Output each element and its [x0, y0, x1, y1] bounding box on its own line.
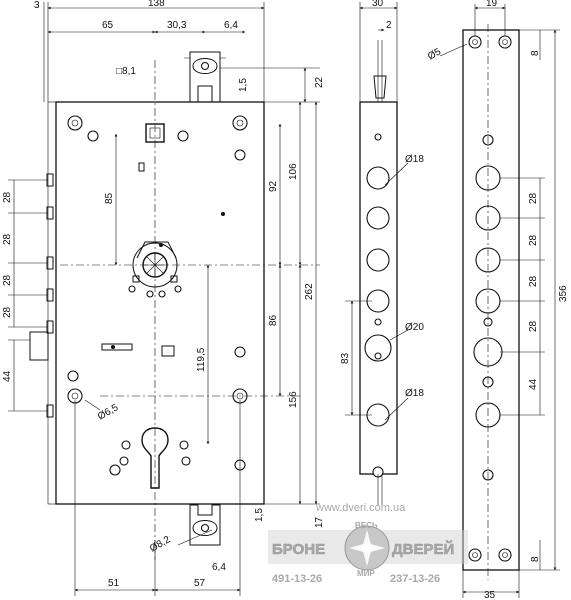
cylinder-keyhole	[119, 427, 191, 489]
top-latch-bracket	[184, 51, 226, 103]
strike-strip	[462, 24, 520, 580]
dim-side-dia-18-b: Ø18	[405, 388, 424, 399]
dim-138: 138	[148, 0, 165, 9]
watermark-brand-left: БРОНЕ	[272, 541, 325, 558]
dim-strip-28-2: 28	[528, 234, 539, 246]
dim-2-side: 2	[386, 20, 392, 31]
lock-side-view	[359, 40, 398, 505]
watermark-phone-left: 491-13-26	[272, 573, 322, 585]
dim-156: 156	[288, 391, 299, 408]
dim-strip-28-3: 28	[528, 275, 539, 287]
dim-strip-dia-5: Ø5	[426, 46, 443, 62]
slot	[101, 343, 133, 351]
dim-57: 57	[194, 578, 206, 589]
dim-106: 106	[288, 163, 299, 180]
dim-35: 35	[484, 590, 496, 600]
bottom-latch-bracket	[189, 504, 221, 546]
watermark: www.dveri.com.ua ВЕСЬ БРОНЕ ДВЕРЕЙ МИР 4…	[268, 502, 468, 585]
dim-44-left: 44	[2, 370, 13, 382]
watermark-logo	[344, 525, 390, 571]
dim-1-5: 1,5	[238, 78, 249, 92]
lock-front-view	[29, 51, 320, 560]
dim-119-5: 119,5	[196, 347, 207, 372]
dim-side-dia-18-a: Ø18	[405, 154, 424, 165]
watermark-phone-right: 237-13-26	[390, 573, 440, 585]
dim-30-3: 30,3	[167, 20, 187, 31]
watermark-arc-bottom: МИР	[357, 569, 375, 578]
dim-51: 51	[108, 578, 120, 589]
watermark-arc-top: ВЕСЬ	[355, 521, 378, 530]
dim-28-a: 28	[2, 191, 13, 203]
slot	[161, 345, 175, 357]
watermark-brand-right: ДВЕРЕЙ	[392, 540, 454, 558]
dim-square-8-1: □8,1	[116, 66, 136, 77]
dim-1-5-bottom: 1,5	[254, 508, 265, 522]
dim-262: 262	[304, 283, 315, 300]
dim-85: 85	[104, 192, 115, 204]
dimension-lines	[8, 2, 560, 598]
dim-28-c: 28	[2, 274, 13, 286]
dim-side-83: 83	[340, 352, 351, 364]
dim-6-4: 6,4	[224, 20, 238, 31]
dim-92: 92	[268, 180, 279, 192]
dim-strip-28-4: 28	[528, 320, 539, 332]
dim-strip-8-bottom: 8	[530, 556, 541, 562]
dim-19-strip: 19	[486, 0, 498, 9]
dim-28-b: 28	[2, 233, 13, 245]
dim-strip-28-1: 28	[528, 192, 539, 204]
dim-17: 17	[314, 516, 325, 528]
dim-3: 3	[34, 0, 40, 11]
dim-30-side: 30	[372, 0, 384, 9]
dim-side-dia-20: Ø20	[405, 322, 424, 333]
dim-6-4-bottom: 6,4	[212, 562, 226, 573]
left-bolts	[29, 173, 54, 418]
slot	[138, 162, 145, 172]
dim-22: 22	[314, 76, 325, 88]
dim-28-d: 28	[2, 306, 13, 318]
dim-86: 86	[268, 314, 279, 326]
lock-body-plate	[55, 101, 265, 505]
dim-dia-8-2: Ø8,2	[148, 534, 173, 555]
dim-strip-8-top: 8	[530, 50, 541, 56]
dim-strip-44: 44	[528, 378, 539, 390]
dim-65: 65	[102, 20, 114, 31]
watermark-url: www.dveri.com.ua	[315, 502, 406, 514]
dim-356: 356	[558, 285, 569, 302]
